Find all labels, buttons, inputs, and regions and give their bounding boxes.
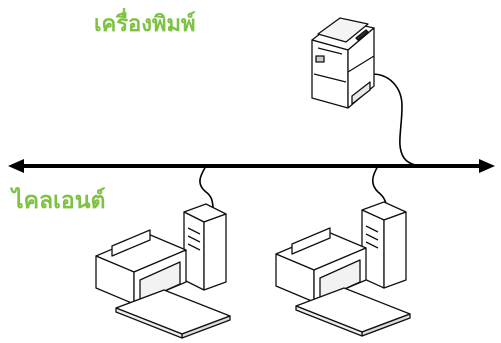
clients-label: ไคลเอนต์ (12, 190, 105, 213)
desktop-computer-icon (96, 204, 230, 338)
arrow-left-icon (8, 159, 24, 173)
laser-printer-icon (312, 18, 374, 108)
desktop-computer-icon (276, 202, 410, 336)
arrow-right-icon (479, 159, 495, 173)
printer-label: เครื่องพิมพ์ (94, 14, 196, 36)
printer-cable (372, 74, 428, 166)
